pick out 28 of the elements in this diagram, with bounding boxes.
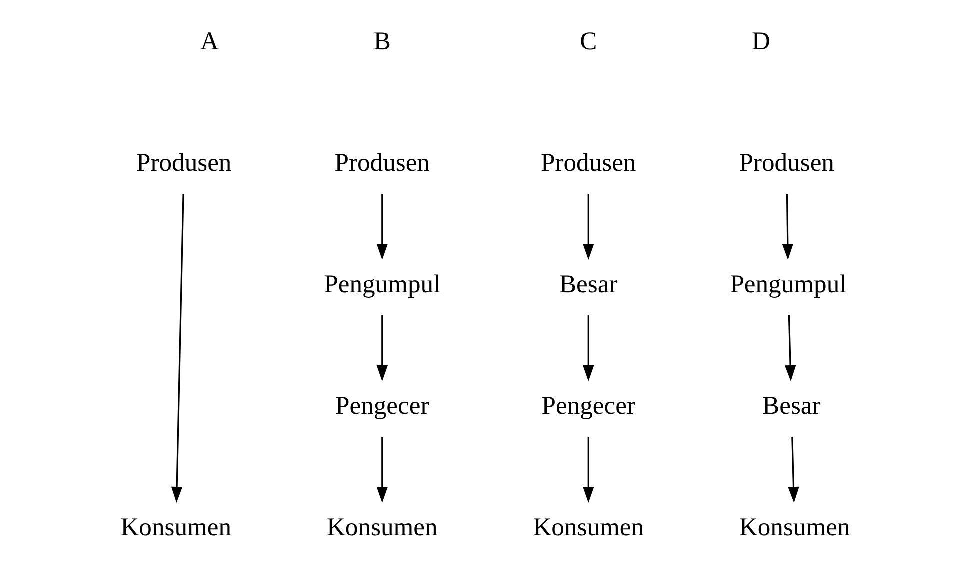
arrow	[376, 194, 388, 260]
arrow	[376, 437, 388, 504]
label: B	[374, 26, 391, 56]
arrow	[171, 194, 184, 503]
arrow	[788, 437, 800, 504]
node-text: Pengumpul	[324, 270, 441, 299]
node-text: Besar	[762, 391, 821, 420]
label: A	[200, 26, 219, 56]
node-text: Pengecer	[542, 391, 636, 420]
node-text: Pengumpul	[730, 270, 847, 299]
arrow	[784, 316, 796, 382]
node-text: Produsen	[136, 148, 232, 178]
node-text: Produsen	[541, 148, 636, 178]
node-text: Pengecer	[336, 391, 430, 420]
node-text: Konsumen	[120, 512, 232, 542]
node-text: Konsumen	[533, 512, 644, 542]
arrow	[782, 194, 794, 260]
label: D	[752, 26, 771, 56]
node-text: Besar	[559, 270, 618, 299]
arrow	[376, 316, 388, 382]
node-text: Konsumen	[739, 512, 850, 542]
label: C	[580, 26, 598, 56]
node-text: Produsen	[334, 148, 430, 178]
node-text: Konsumen	[326, 512, 438, 542]
arrow	[583, 316, 594, 382]
node-text: Produsen	[739, 148, 834, 178]
arrow	[583, 437, 594, 504]
arrow	[583, 194, 594, 260]
